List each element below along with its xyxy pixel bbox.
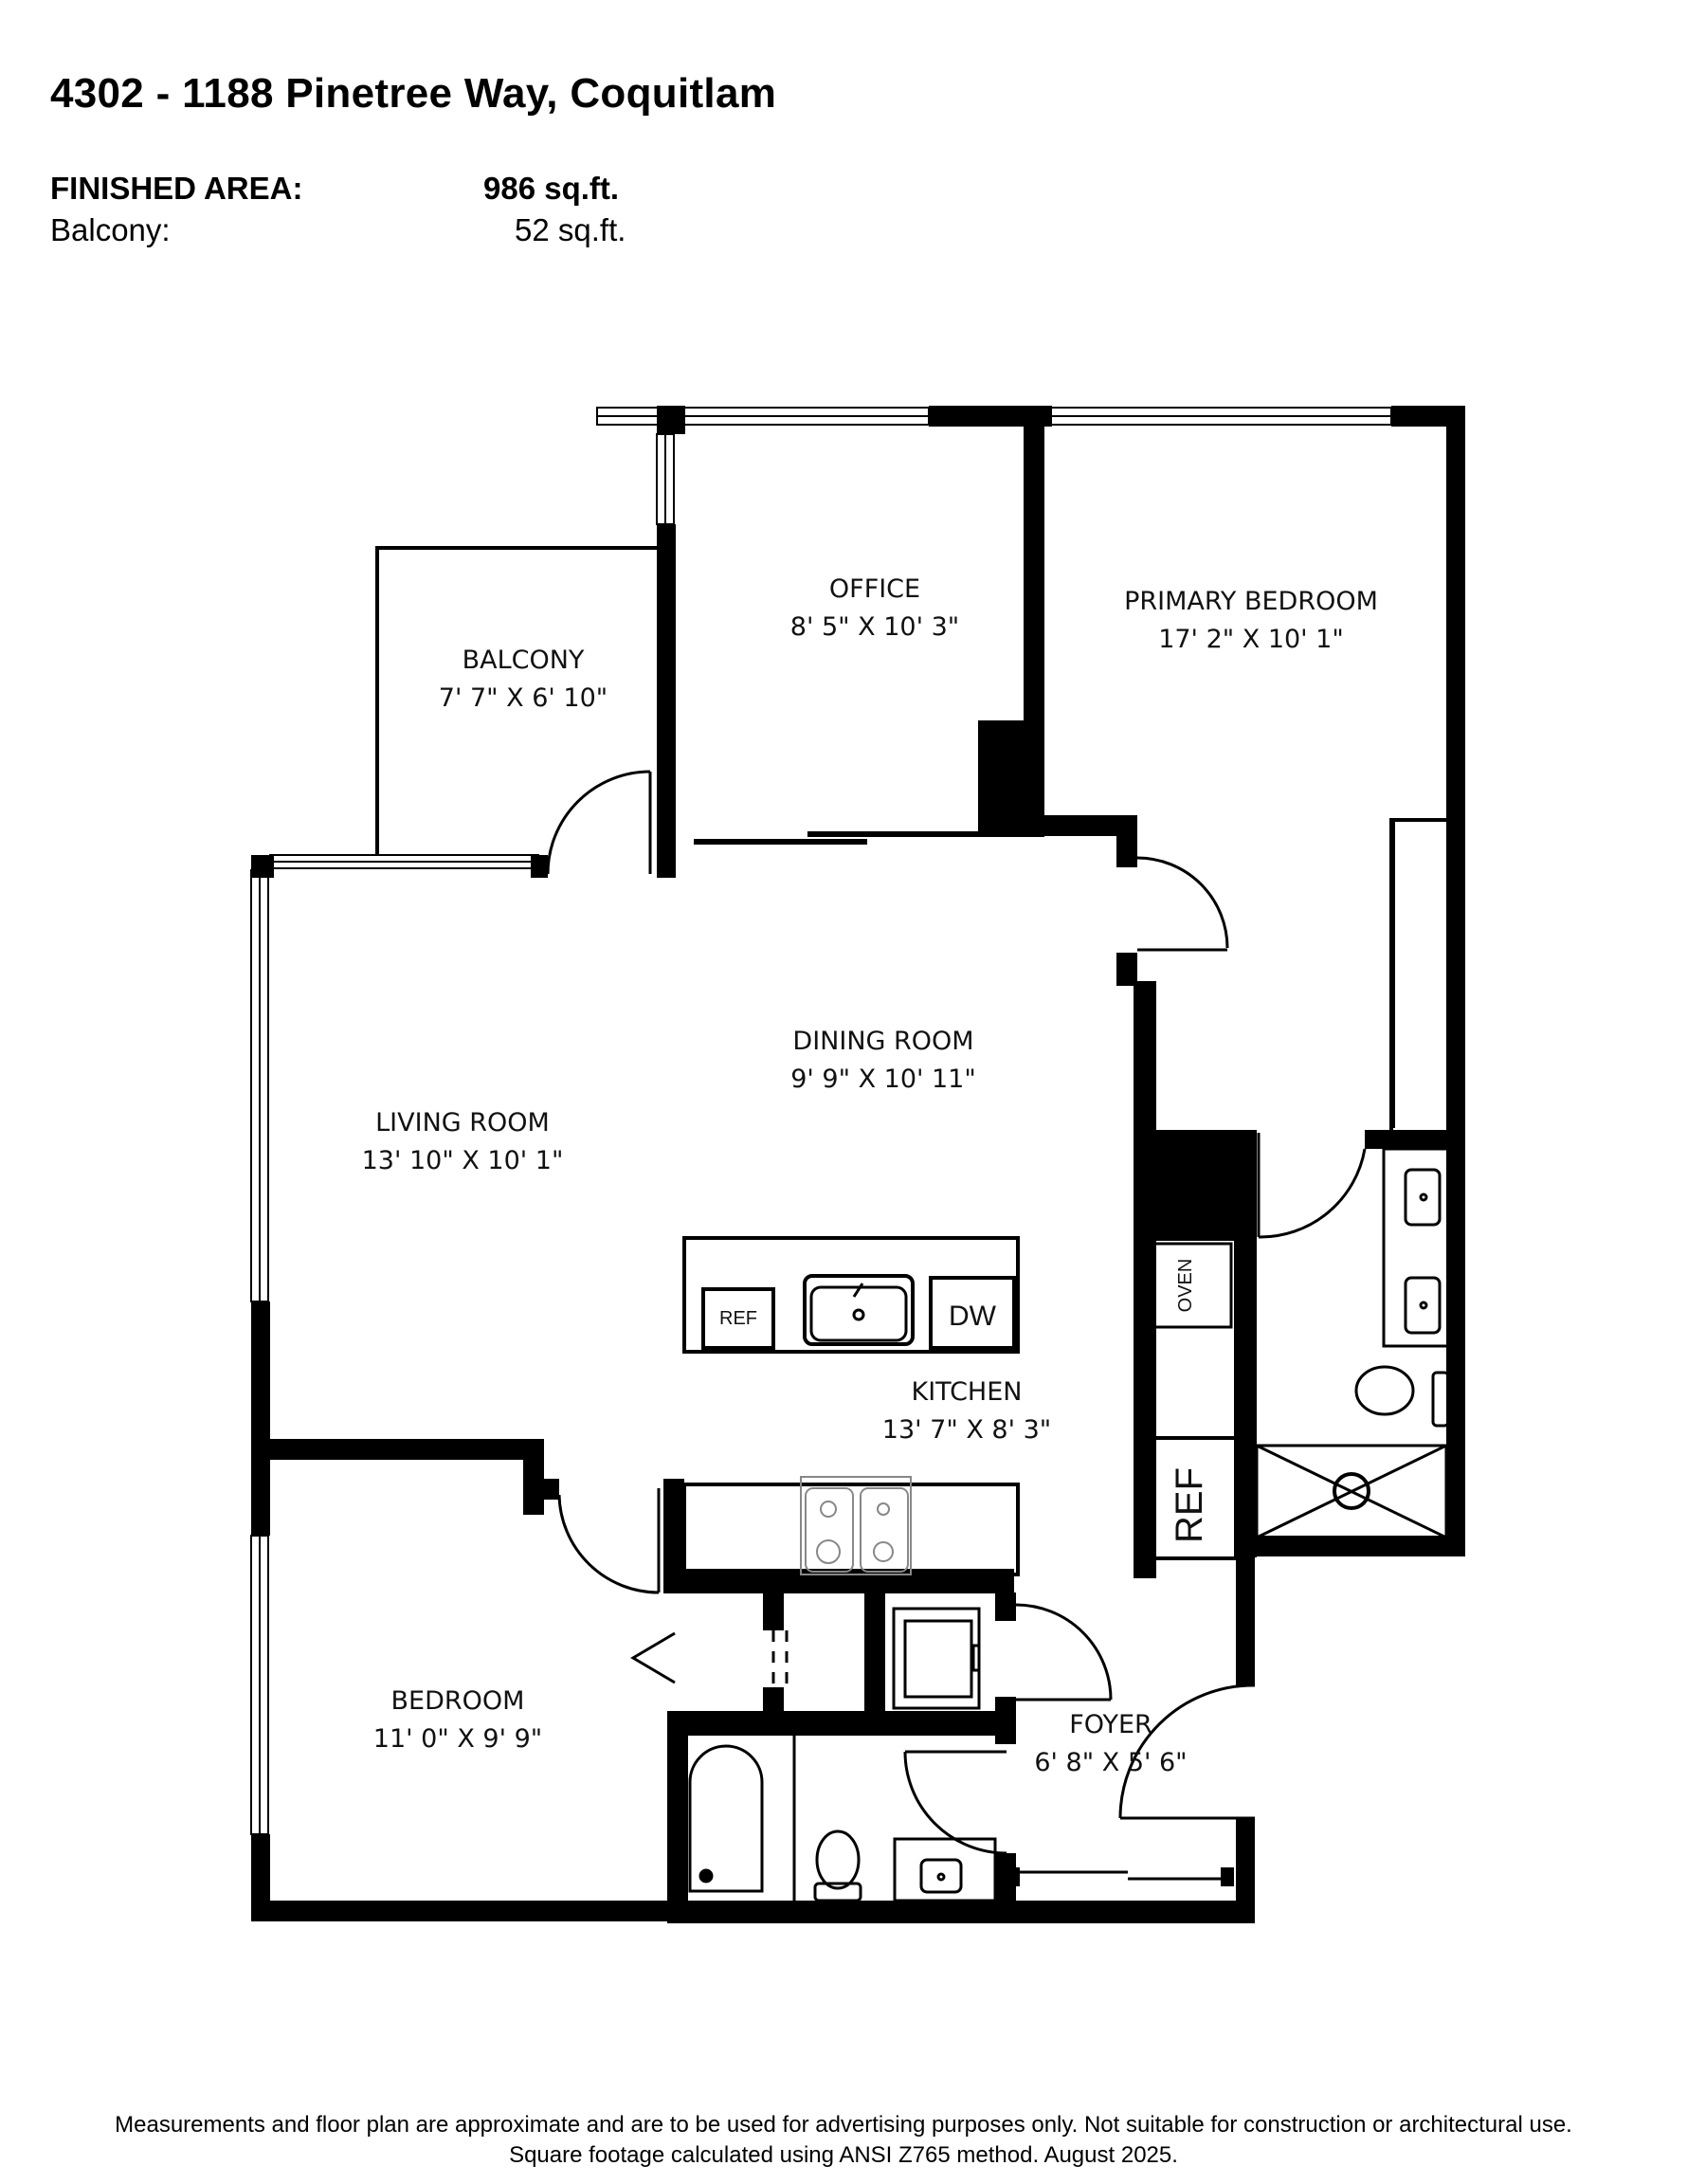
- sink-icon: [919, 1858, 963, 1894]
- room-label-balcony: BALCONY 7' 7" X 6' 10": [439, 646, 608, 713]
- main-bath-fixtures: [688, 1736, 997, 1902]
- ensuite-fixtures: [1255, 1147, 1450, 1539]
- svg-text:9' 9" X 10' 11": 9' 9" X 10' 11": [790, 1065, 976, 1094]
- room-label-foyer: FOYER 6' 8" X 5' 6": [1034, 1710, 1187, 1777]
- kitchen-island: [682, 1236, 1020, 1354]
- room-label-bedroom: BEDROOM 11' 0" X 9' 9": [373, 1686, 542, 1754]
- svg-text:OFFICE: OFFICE: [829, 574, 920, 604]
- svg-text:17' 2" X 10' 1": 17' 2" X 10' 1": [1158, 625, 1344, 654]
- room-label-kitchen: KITCHEN 13' 7" X 8' 3": [882, 1377, 1051, 1445]
- room-label-living-room: LIVING ROOM 13' 10" X 10' 1": [362, 1108, 564, 1175]
- svg-text:13' 10" X 10' 1": 13' 10" X 10' 1": [362, 1146, 564, 1175]
- svg-text:7' 7" X 6' 10": 7' 7" X 6' 10": [439, 683, 608, 713]
- svg-text:BALCONY: BALCONY: [463, 646, 585, 675]
- room-label-dining-room: DINING ROOM 9' 9" X 10' 11": [790, 1027, 976, 1094]
- disclaimer-line-1: Measurements and floor plan are approxim…: [115, 2112, 1572, 2138]
- cooktop-icon: [800, 1476, 912, 1575]
- finished-area-label: FINISHED AREA:: [50, 171, 303, 206]
- svg-text:KITCHEN: KITCHEN: [912, 1377, 1023, 1407]
- svg-text:BEDROOM: BEDROOM: [391, 1686, 525, 1716]
- svg-text:8' 5" X 10' 3": 8' 5" X 10' 3": [790, 612, 959, 642]
- svg-text:LIVING ROOM: LIVING ROOM: [375, 1108, 550, 1138]
- svg-text:FOYER: FOYER: [1069, 1710, 1152, 1739]
- island-ref-label: REF: [719, 1308, 757, 1329]
- room-label-primary-bedroom: PRIMARY BEDROOM 17' 2" X 10' 1": [1124, 587, 1378, 654]
- oven-label: OVEN: [1175, 1259, 1196, 1313]
- kitchen-counter: [682, 1483, 1020, 1576]
- shower-drain-icon: [1333, 1472, 1370, 1510]
- washer-dryer-icon: [892, 1607, 981, 1710]
- svg-text:PRIMARY BEDROOM: PRIMARY BEDROOM: [1124, 587, 1378, 616]
- doors-and-partitions: [546, 770, 1395, 1881]
- sink-icon: [1404, 1168, 1442, 1227]
- svg-text:DINING ROOM: DINING ROOM: [792, 1027, 973, 1056]
- balcony-area-value: 52 sq.ft.: [515, 212, 626, 247]
- fridge-label: REF: [1169, 1467, 1210, 1543]
- balcony-outline: [375, 546, 657, 855]
- svg-text:6' 8" X 5' 6": 6' 8" X 5' 6": [1034, 1748, 1187, 1777]
- disclaimer-line-2: Square footage calculated using ANSI Z76…: [509, 2142, 1178, 2168]
- toilet-icon: [1354, 1365, 1415, 1416]
- dishwasher-label: DW: [949, 1301, 997, 1332]
- bathtub-icon: [688, 1744, 764, 1893]
- finished-area-value: 986 sq.ft.: [483, 171, 620, 206]
- sink-icon: [1404, 1276, 1442, 1335]
- property-address-title: 4302 - 1188 Pinetree Way, Coquitlam: [50, 70, 777, 117]
- svg-text:13' 7" X 8' 3": 13' 7" X 8' 3": [882, 1415, 1051, 1445]
- toilet-icon: [815, 1829, 861, 1890]
- svg-text:11' 0" X 9' 9": 11' 0" X 9' 9": [373, 1724, 542, 1754]
- walls: [251, 406, 1465, 1923]
- kitchen-wall-column: [1135, 1237, 1238, 1560]
- balcony-area-label: Balcony:: [50, 212, 171, 247]
- room-label-office: OFFICE 8' 5" X 10' 3": [790, 574, 959, 642]
